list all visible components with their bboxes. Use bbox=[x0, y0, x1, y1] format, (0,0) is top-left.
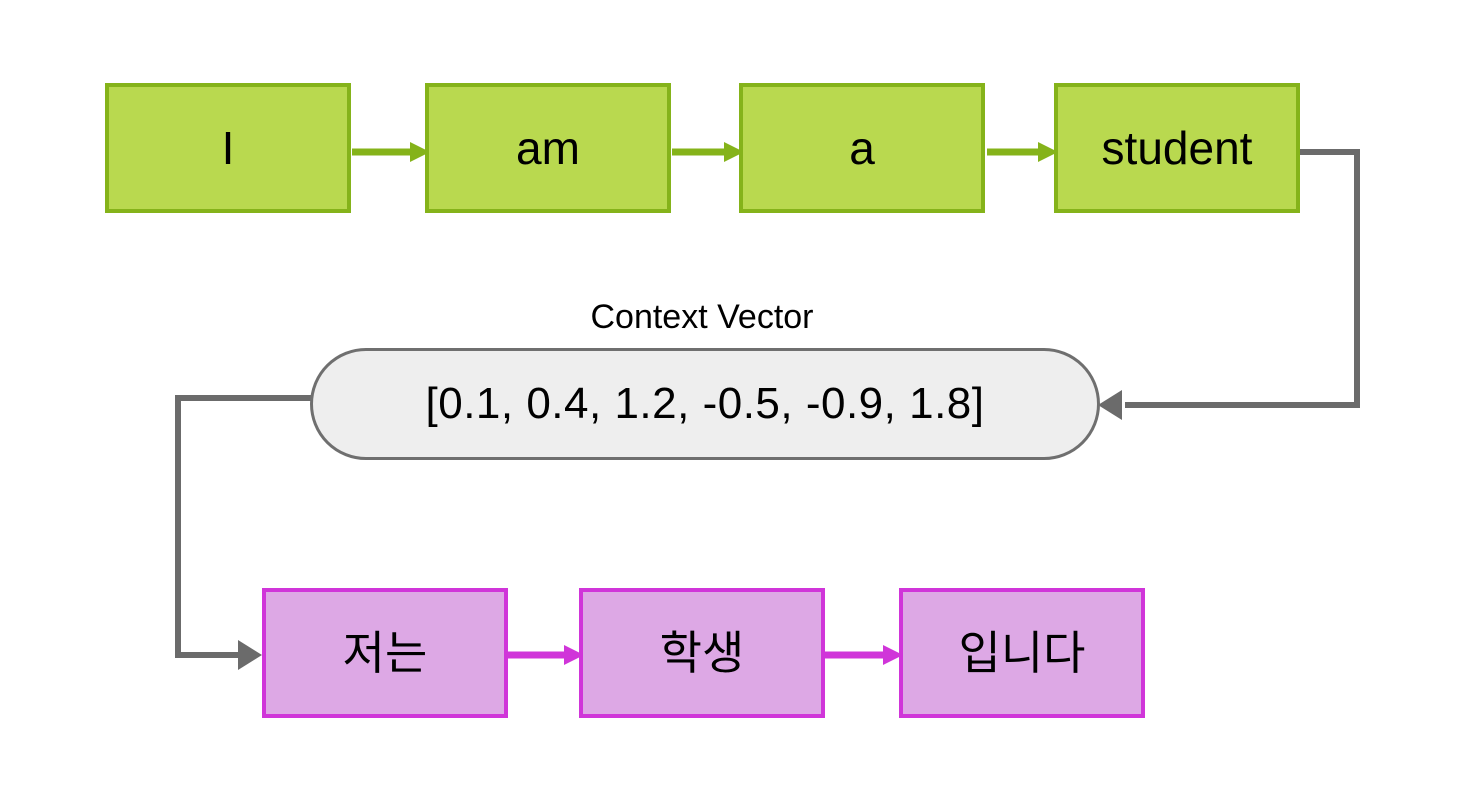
decoder-token-label: 저는 bbox=[342, 627, 428, 679]
decoder-arrow-2 bbox=[825, 645, 903, 665]
decoder-token-label: 학생 bbox=[659, 627, 745, 679]
encoder-token-am[interactable]: am bbox=[425, 83, 671, 213]
decoder-arrow-1 bbox=[508, 645, 584, 665]
encoder-token-i[interactable]: I bbox=[105, 83, 351, 213]
encoder-arrow-1 bbox=[352, 142, 430, 162]
context-vector-pill[interactable]: [0.1, 0.4, 1.2, -0.5, -0.9, 1.8] bbox=[310, 348, 1100, 460]
encoder-token-label: am bbox=[516, 122, 580, 174]
encoder-token-student[interactable]: student bbox=[1054, 83, 1300, 213]
encoder-arrow-3 bbox=[987, 142, 1058, 162]
decoder-token-label: 입니다 bbox=[958, 627, 1086, 679]
context-vector-value: [0.1, 0.4, 1.2, -0.5, -0.9, 1.8] bbox=[425, 379, 985, 428]
encoder-token-label: I bbox=[221, 122, 235, 174]
decoder-token-jeoneun[interactable]: 저는 bbox=[262, 588, 508, 718]
context-vector-caption: Context Vector bbox=[590, 298, 814, 336]
encoder-arrow-2 bbox=[672, 142, 744, 162]
encoder-token-label: student bbox=[1101, 122, 1253, 174]
decoder-token-ibnida[interactable]: 입니다 bbox=[899, 588, 1145, 718]
decoder-token-haksaeng[interactable]: 학생 bbox=[579, 588, 825, 718]
encoder-token-a[interactable]: a bbox=[739, 83, 985, 213]
encoder-token-label: a bbox=[849, 122, 875, 174]
